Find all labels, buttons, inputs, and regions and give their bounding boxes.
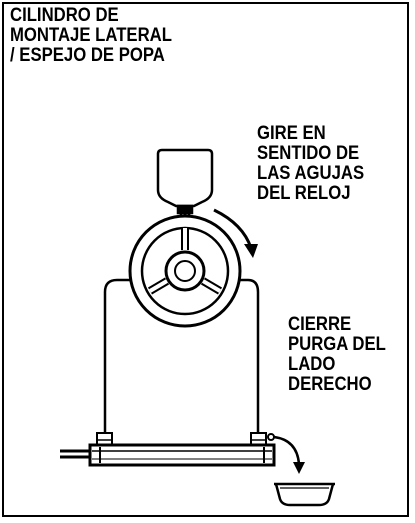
diagram-title: CILINDRO DE MONTAJE LATERAL / ESPEJO DE … [10,6,172,66]
bleed-line-1: CIERRE [288,314,352,335]
fluid-bottle [156,148,214,221]
hydraulic-lines [103,278,260,436]
rotate-line-4: DEL RELOJ [257,183,351,204]
rotate-line-3: LAS AGUJAS [257,163,365,184]
helm-wheel [128,213,242,328]
bleed-instruction: CIERRE PURGA DEL LADO DERECHO [288,315,386,395]
bleed-line-4: DERECHO [288,374,372,395]
rotate-instruction: GIRE EN SENTIDO DE LAS AGUJAS DEL RELOJ [257,124,364,204]
rotate-line-2: SENTIDO DE [257,143,360,164]
title-line-1: CILINDRO DE [10,5,119,26]
border-frame [2,2,409,517]
bleed-line-3: LADO [288,354,336,375]
rotate-line-1: GIRE EN [257,123,326,144]
title-line-3: / ESPEJO DE POPA [10,45,165,66]
catch-cup [274,482,335,507]
bleed-line-2: PURGA DEL [288,334,386,355]
title-line-2: MONTAJE LATERAL [10,25,172,46]
clockwise-arrow [213,208,258,258]
bleed-valve [267,433,305,474]
hydraulic-cylinder [60,432,276,467]
